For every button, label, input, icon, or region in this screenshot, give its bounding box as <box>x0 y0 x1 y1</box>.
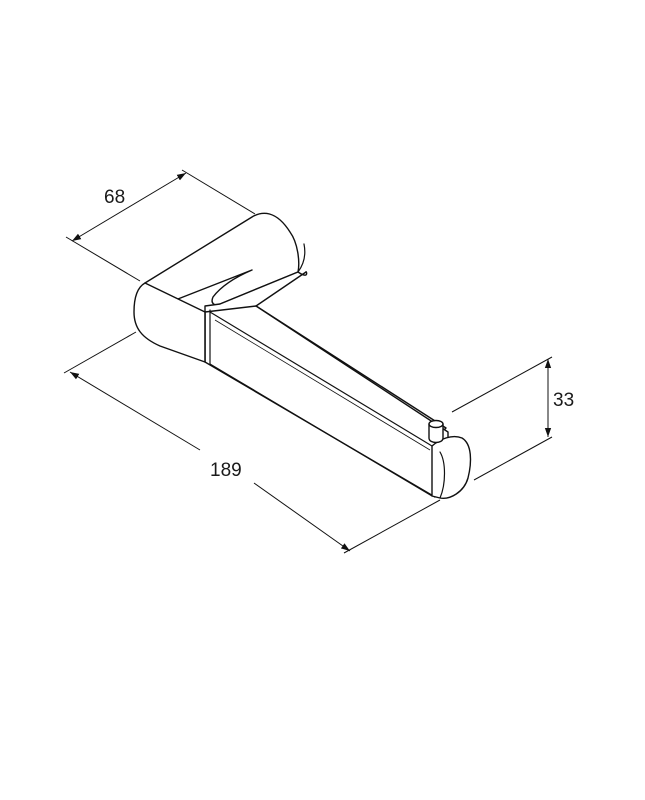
arm-mid-line <box>214 319 431 451</box>
end-cap-inner-edge <box>439 451 446 499</box>
dimension-length: 189 <box>63 331 441 554</box>
length-extension-right <box>343 499 441 554</box>
depth-extension-left <box>65 236 141 282</box>
wall-block-back-edge <box>297 243 306 273</box>
length-extension-left <box>63 331 137 374</box>
arm-top-edge <box>209 311 433 447</box>
arm-end-cap <box>431 435 472 499</box>
depth-dimension-line <box>71 172 187 242</box>
locking-pin <box>428 419 444 444</box>
height-extension-top <box>451 356 553 413</box>
length-dimension-line-left <box>69 371 201 451</box>
height-label: 33 <box>553 390 574 411</box>
wall-block-front <box>133 282 206 363</box>
length-dimension-line-right <box>253 482 351 552</box>
depth-label: 68 <box>104 187 125 208</box>
length-label: 189 <box>210 460 242 481</box>
arm-bottom-edge <box>209 363 433 497</box>
dimension-depth: 68 <box>65 169 256 282</box>
height-extension-bottom <box>473 436 553 481</box>
depth-extension-right <box>181 169 256 215</box>
dimension-height: 33 <box>451 356 574 481</box>
toilet-roll-holder <box>133 212 472 499</box>
